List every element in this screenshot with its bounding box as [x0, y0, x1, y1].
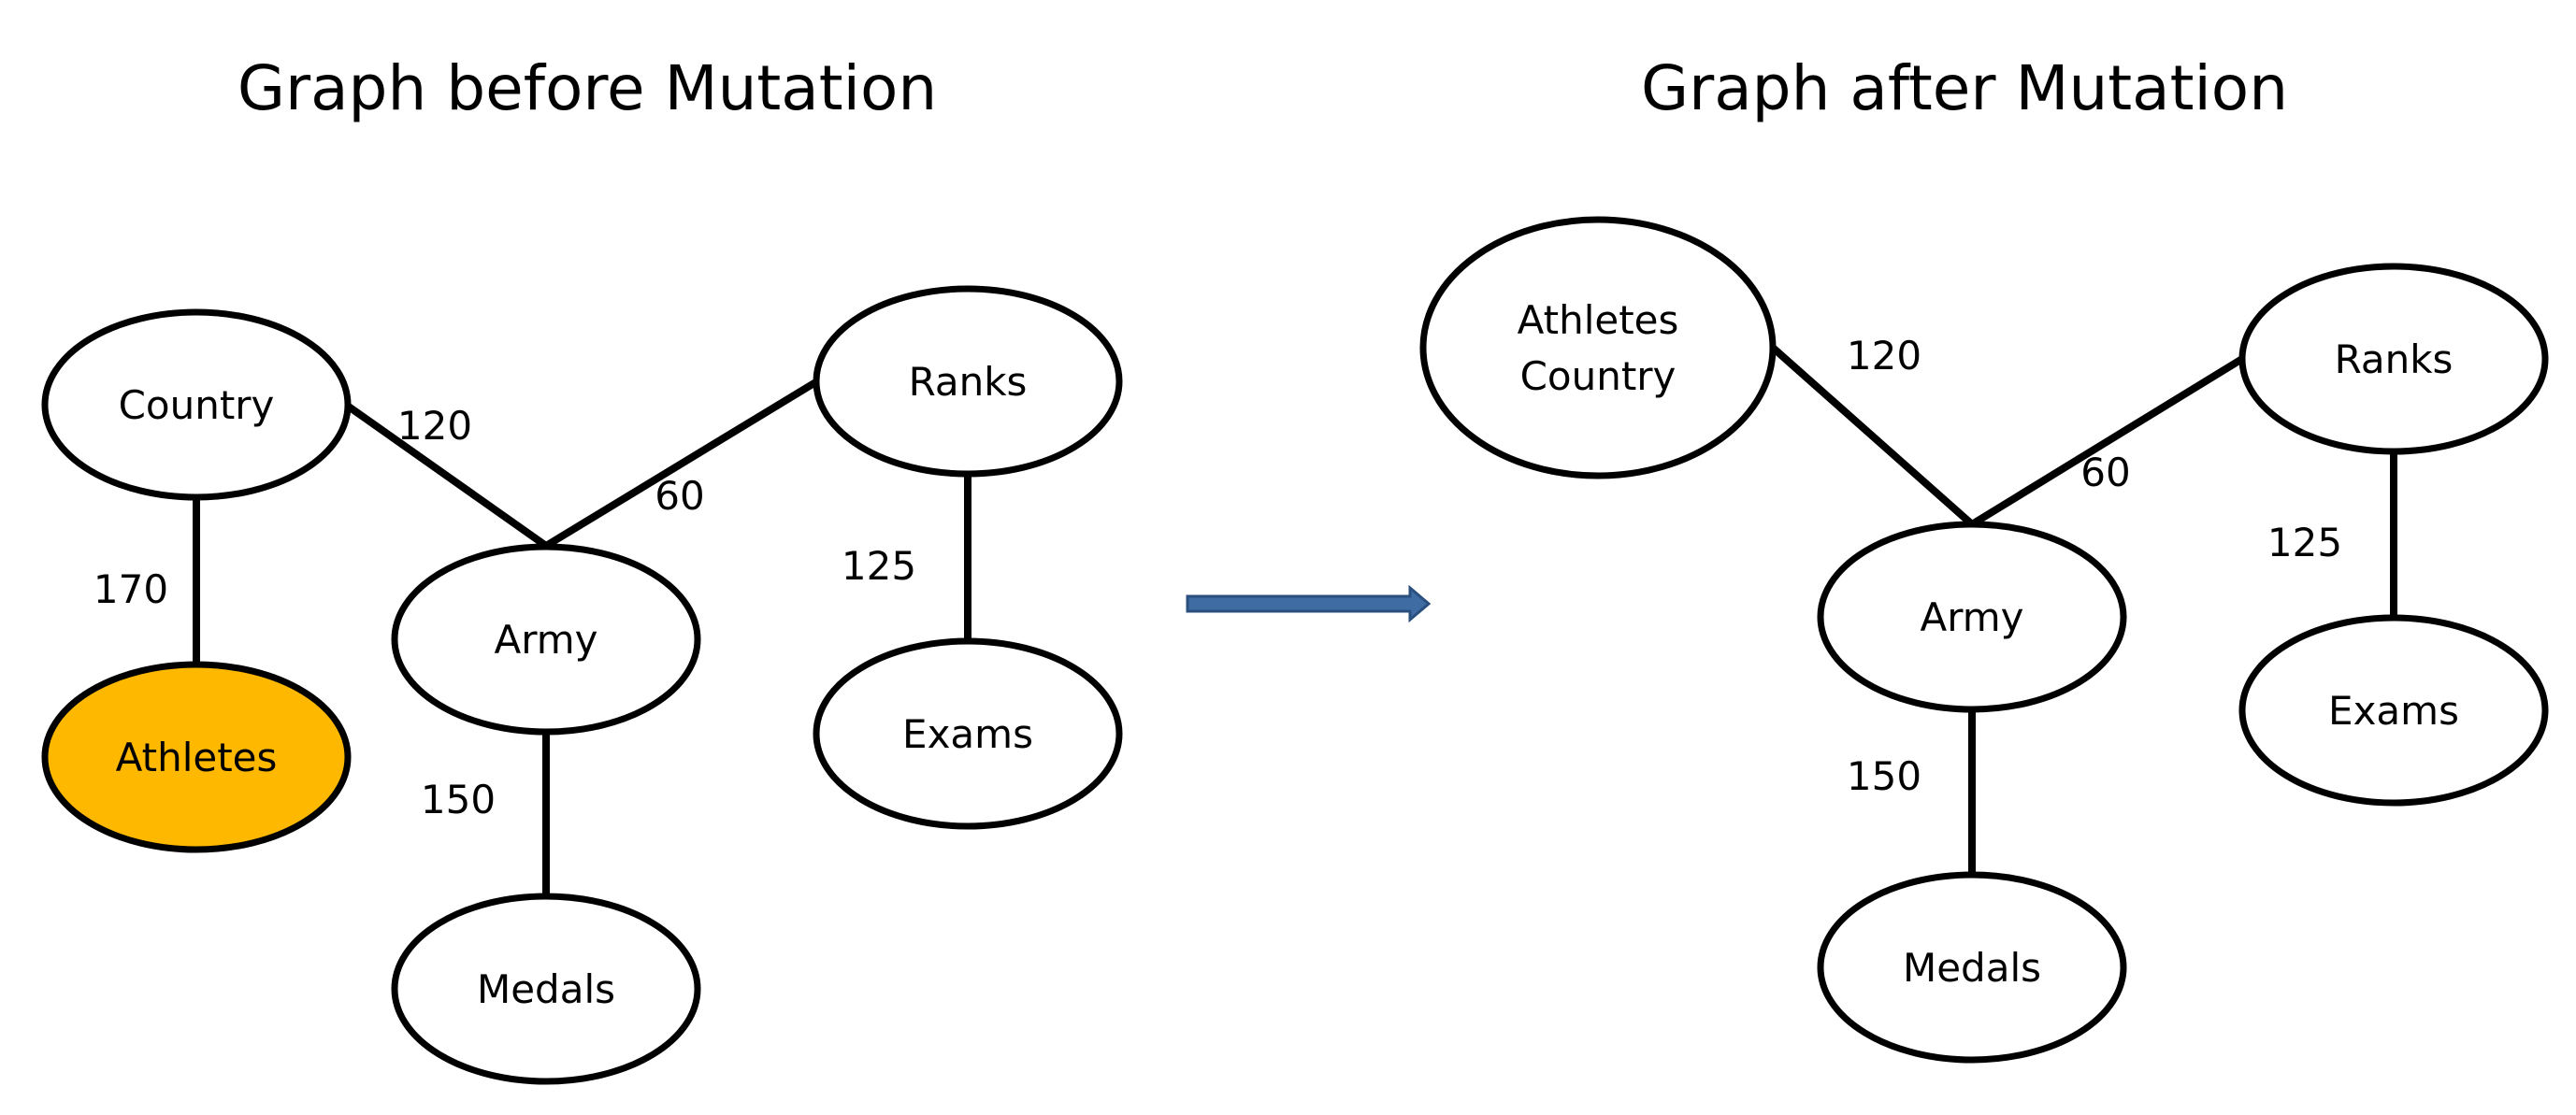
before-node-label-ranks: Ranks — [909, 359, 1028, 405]
before-node-exams: Exams — [813, 637, 1123, 830]
before-node-label-exams: Exams — [902, 711, 1033, 757]
after-node-label-army: Army — [1920, 594, 2023, 640]
before-node-shape-country — [41, 308, 352, 501]
after-node-label-athletes-country-1: Athletes — [1518, 297, 1679, 343]
before-edge-army-ranks — [543, 378, 820, 550]
after-edge-athletes-country-army — [1770, 345, 1975, 527]
before-node-athletes: Athletes — [41, 661, 352, 853]
before-node-label-country: Country — [119, 382, 275, 428]
right-arrow-icon — [1186, 584, 1432, 623]
after-node-label-medals: Medals — [1903, 945, 2041, 991]
after-node-medals: Medals — [1817, 871, 2127, 1064]
before-edge-weight-country-athletes: 170 — [94, 566, 168, 612]
after-node-exams: Exams — [2238, 614, 2549, 807]
before-node-shape-athletes — [41, 661, 352, 853]
after-node-label-ranks: Ranks — [2335, 336, 2454, 382]
after-node-label-athletes-country-2: Country — [1520, 353, 1677, 399]
after-edge-weight-athletes-country-army: 120 — [1847, 333, 1921, 379]
before-title: Graph before Mutation — [237, 52, 937, 124]
before-edges: 120 60 170 150 125 — [94, 378, 971, 896]
before-edge-weight-army-ranks: 60 — [655, 473, 704, 519]
after-edge-weight-army-medals: 150 — [1847, 753, 1921, 799]
after-node-label-exams: Exams — [2328, 688, 2459, 734]
after-node-ranks: Ranks — [2238, 263, 2549, 455]
after-node-shape-ranks — [2238, 263, 2549, 455]
before-node-country: Country — [41, 308, 352, 501]
before-node-ranks: Ranks — [813, 285, 1123, 478]
before-node-army: Army — [391, 543, 701, 736]
after-node-shape-medals — [1817, 871, 2127, 1064]
before-node-label-athletes: Athletes — [116, 735, 278, 780]
after-edge-army-ranks — [1969, 355, 2245, 528]
right-arrow-shape — [1186, 584, 1432, 623]
after-title: Graph after Mutation — [1641, 52, 2288, 124]
after-edge-weight-army-ranks: 60 — [2080, 450, 2130, 495]
before-node-shape-ranks — [813, 285, 1123, 478]
before-edge-weight-country-army: 120 — [397, 403, 472, 449]
after-edges: 120 60 150 125 — [1770, 333, 2397, 875]
after-node-army: Army — [1817, 521, 2127, 713]
before-node-shape-medals — [391, 893, 701, 1085]
after-edge-weight-ranks-exams: 125 — [2267, 520, 2342, 565]
before-edge-weight-army-medals: 150 — [421, 777, 496, 822]
after-node-shape-exams — [2238, 614, 2549, 807]
after-node-shape-athletes-country — [1419, 216, 1777, 479]
before-node-shape-exams — [813, 637, 1123, 830]
after-node-shape-army — [1817, 521, 2127, 713]
before-node-label-army: Army — [494, 617, 597, 663]
before-node-label-medals: Medals — [477, 966, 615, 1012]
before-edge-weight-ranks-exams: 125 — [842, 543, 916, 589]
before-node-medals: Medals — [391, 893, 701, 1085]
before-edge-country-army — [343, 401, 549, 550]
before-node-shape-army — [391, 543, 701, 736]
